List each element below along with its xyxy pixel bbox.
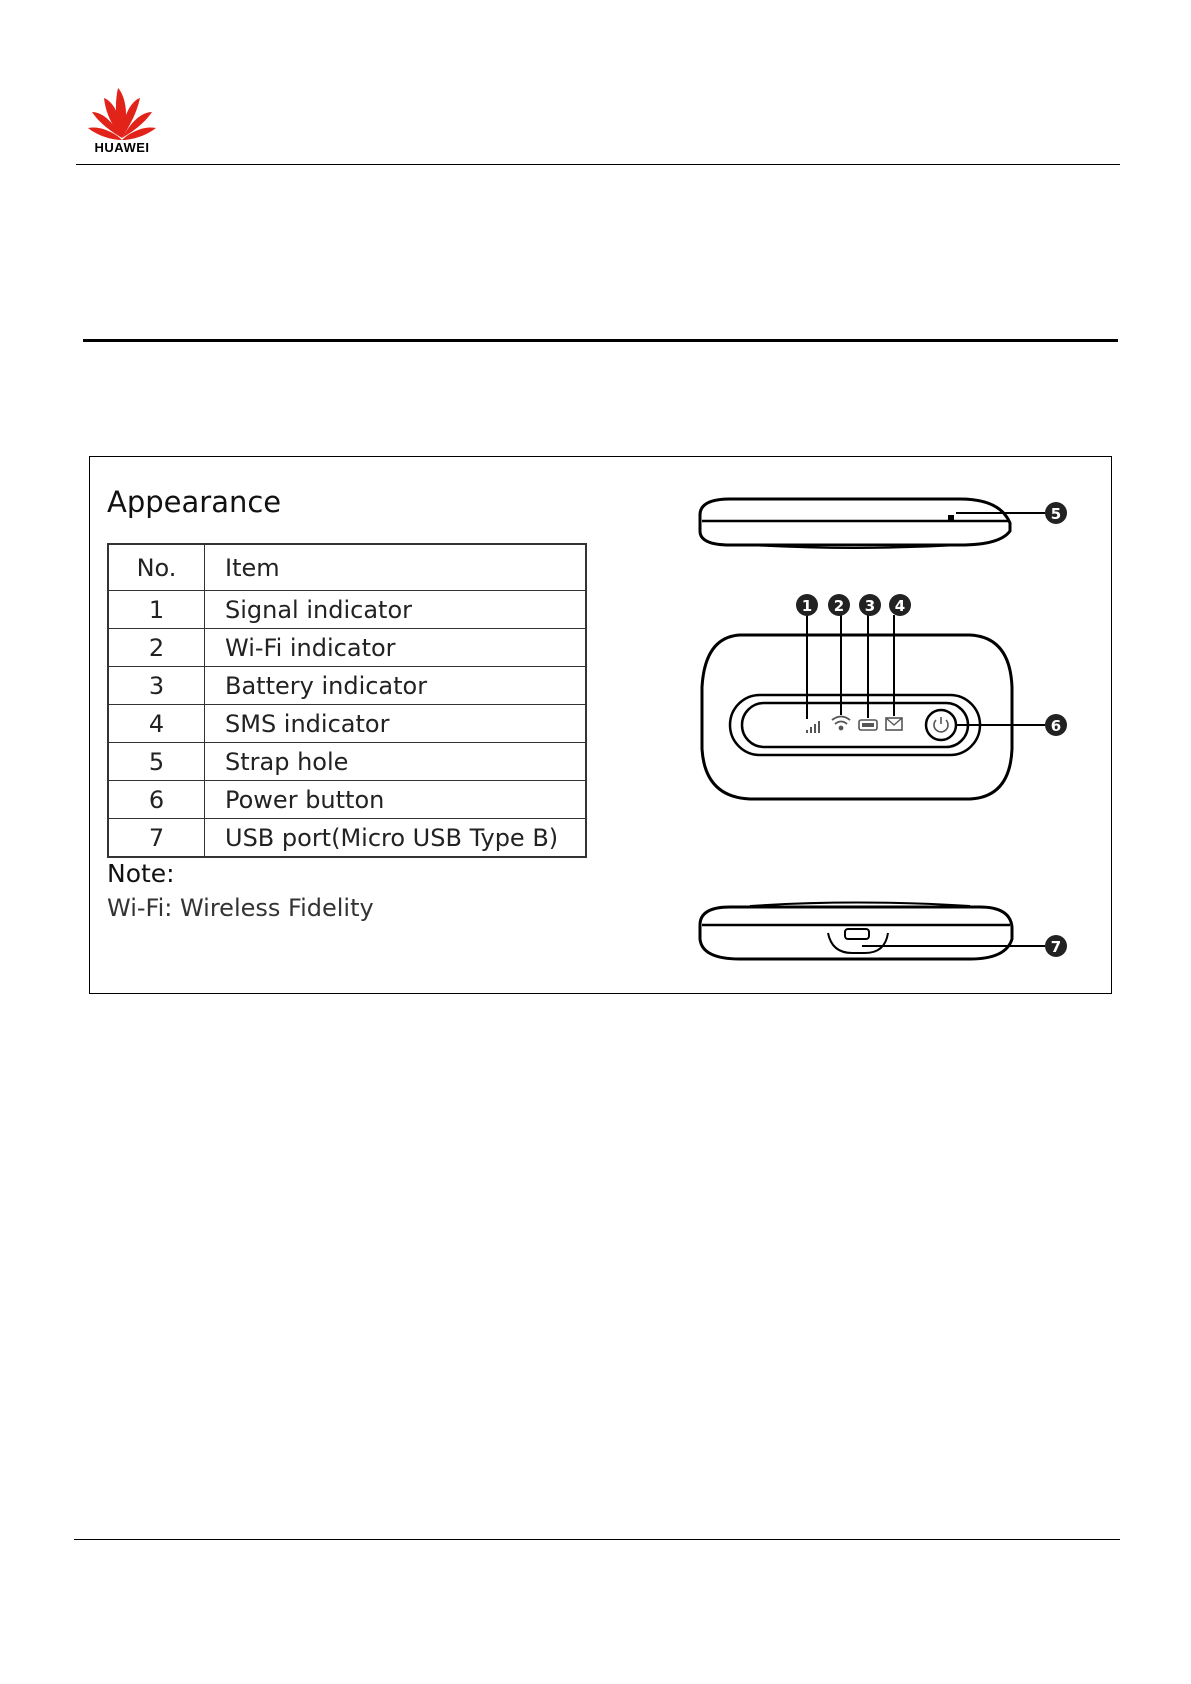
row-item: Strap hole xyxy=(205,743,587,781)
row-number: 3 xyxy=(108,667,205,705)
table-row: 7 USB port(Micro USB Type B) xyxy=(108,819,586,858)
brand-wordmark: HUAWEI xyxy=(86,140,158,155)
device-top-view xyxy=(700,499,1045,548)
appearance-figure: Appearance No. Item 1 Signal indicator 2… xyxy=(89,456,1112,994)
column-header-item: Item xyxy=(205,544,587,591)
items-table: No. Item 1 Signal indicator 2 Wi-Fi indi… xyxy=(107,543,587,858)
callout-label: 6 xyxy=(1051,717,1061,735)
callout-label: 1 xyxy=(802,597,812,615)
row-item: USB port(Micro USB Type B) xyxy=(205,819,587,858)
device-front-view xyxy=(702,615,1045,799)
usb-port-icon xyxy=(845,929,869,939)
row-number: 7 xyxy=(108,819,205,858)
callout-3: 3 xyxy=(859,594,881,616)
section-divider xyxy=(83,339,1118,342)
row-number: 6 xyxy=(108,781,205,819)
device-bottom-view xyxy=(700,903,1045,960)
device-illustration: 5 1 2 3 4 6 7 xyxy=(680,487,1110,987)
table-row: 3 Battery indicator xyxy=(108,667,586,705)
header-divider xyxy=(76,164,1120,165)
callout-label: 3 xyxy=(865,597,875,615)
callout-5: 5 xyxy=(1045,502,1067,524)
callout-label: 4 xyxy=(895,597,905,615)
note-text: Wi-Fi: Wireless Fidelity xyxy=(107,894,374,922)
table-row: 2 Wi-Fi indicator xyxy=(108,629,586,667)
table-header-row: No. Item xyxy=(108,544,586,591)
row-item: Wi-Fi indicator xyxy=(205,629,587,667)
table-row: 1 Signal indicator xyxy=(108,591,586,629)
callout-label: 7 xyxy=(1051,938,1061,956)
callout-2: 2 xyxy=(828,594,850,616)
column-header-no: No. xyxy=(108,544,205,591)
row-item: Signal indicator xyxy=(205,591,587,629)
table-row: 6 Power button xyxy=(108,781,586,819)
footer-divider xyxy=(74,1539,1120,1540)
row-number: 5 xyxy=(108,743,205,781)
row-number: 2 xyxy=(108,629,205,667)
callout-1: 1 xyxy=(796,594,818,616)
strap-hole-icon xyxy=(948,515,954,521)
power-button-icon xyxy=(926,710,956,740)
callout-4: 4 xyxy=(889,594,911,616)
callout-label: 2 xyxy=(834,597,844,615)
row-item: Power button xyxy=(205,781,587,819)
table-row: 4 SMS indicator xyxy=(108,705,586,743)
callout-label: 5 xyxy=(1051,505,1061,523)
row-item: SMS indicator xyxy=(205,705,587,743)
note-title: Note: xyxy=(107,859,175,888)
row-item: Battery indicator xyxy=(205,667,587,705)
row-number: 4 xyxy=(108,705,205,743)
callout-6: 6 xyxy=(1045,714,1067,736)
callout-7: 7 xyxy=(1045,935,1067,957)
table-row: 5 Strap hole xyxy=(108,743,586,781)
row-number: 1 xyxy=(108,591,205,629)
figure-title: Appearance xyxy=(107,485,281,519)
